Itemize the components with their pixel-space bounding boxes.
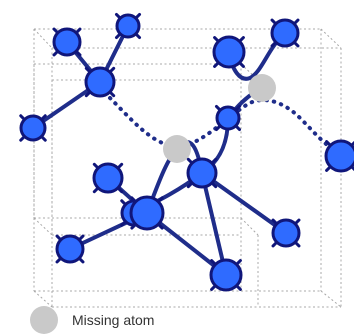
atom — [129, 195, 165, 231]
atom-ball — [324, 139, 354, 173]
atom — [271, 218, 301, 248]
missing-atom — [163, 135, 191, 163]
atom — [212, 35, 246, 69]
legend-label: Missing atom — [72, 312, 155, 328]
missing-atom-swatch — [30, 306, 58, 334]
cube-edge — [320, 28, 342, 49]
atom — [214, 104, 242, 132]
atom-ball — [55, 234, 85, 264]
atom-ball — [271, 218, 301, 248]
atom-sites — [19, 12, 354, 292]
cube-edge — [33, 28, 53, 49]
atom — [19, 114, 47, 142]
atom — [186, 157, 218, 189]
atom-ball — [19, 114, 47, 142]
missing-atom-sites — [163, 74, 276, 163]
atom-ball — [186, 157, 218, 189]
cube-edge — [33, 217, 53, 236]
atom-ball — [129, 195, 165, 231]
broken-bond-path — [108, 96, 336, 152]
atom — [114, 12, 142, 40]
atom — [92, 162, 124, 194]
atom-ball — [209, 258, 243, 292]
bond — [200, 171, 288, 235]
atom — [270, 18, 300, 48]
atom-ball — [84, 66, 116, 98]
atom — [84, 66, 116, 98]
bond — [200, 171, 228, 277]
cube-edge — [240, 217, 259, 236]
legend: Missing atom — [30, 306, 154, 334]
atom-ball — [215, 105, 241, 131]
atom — [324, 139, 354, 173]
atom — [55, 234, 85, 264]
atom-ball — [212, 35, 246, 69]
atom — [52, 27, 82, 57]
cube-edge — [33, 290, 53, 308]
broken-bond — [108, 96, 336, 152]
atom-ball — [270, 18, 300, 48]
atom-ball — [52, 27, 82, 57]
atom-ball — [115, 13, 141, 39]
atom — [209, 258, 243, 292]
missing-atom — [248, 74, 276, 102]
cube-edge — [320, 290, 342, 308]
atom-ball — [92, 162, 124, 194]
